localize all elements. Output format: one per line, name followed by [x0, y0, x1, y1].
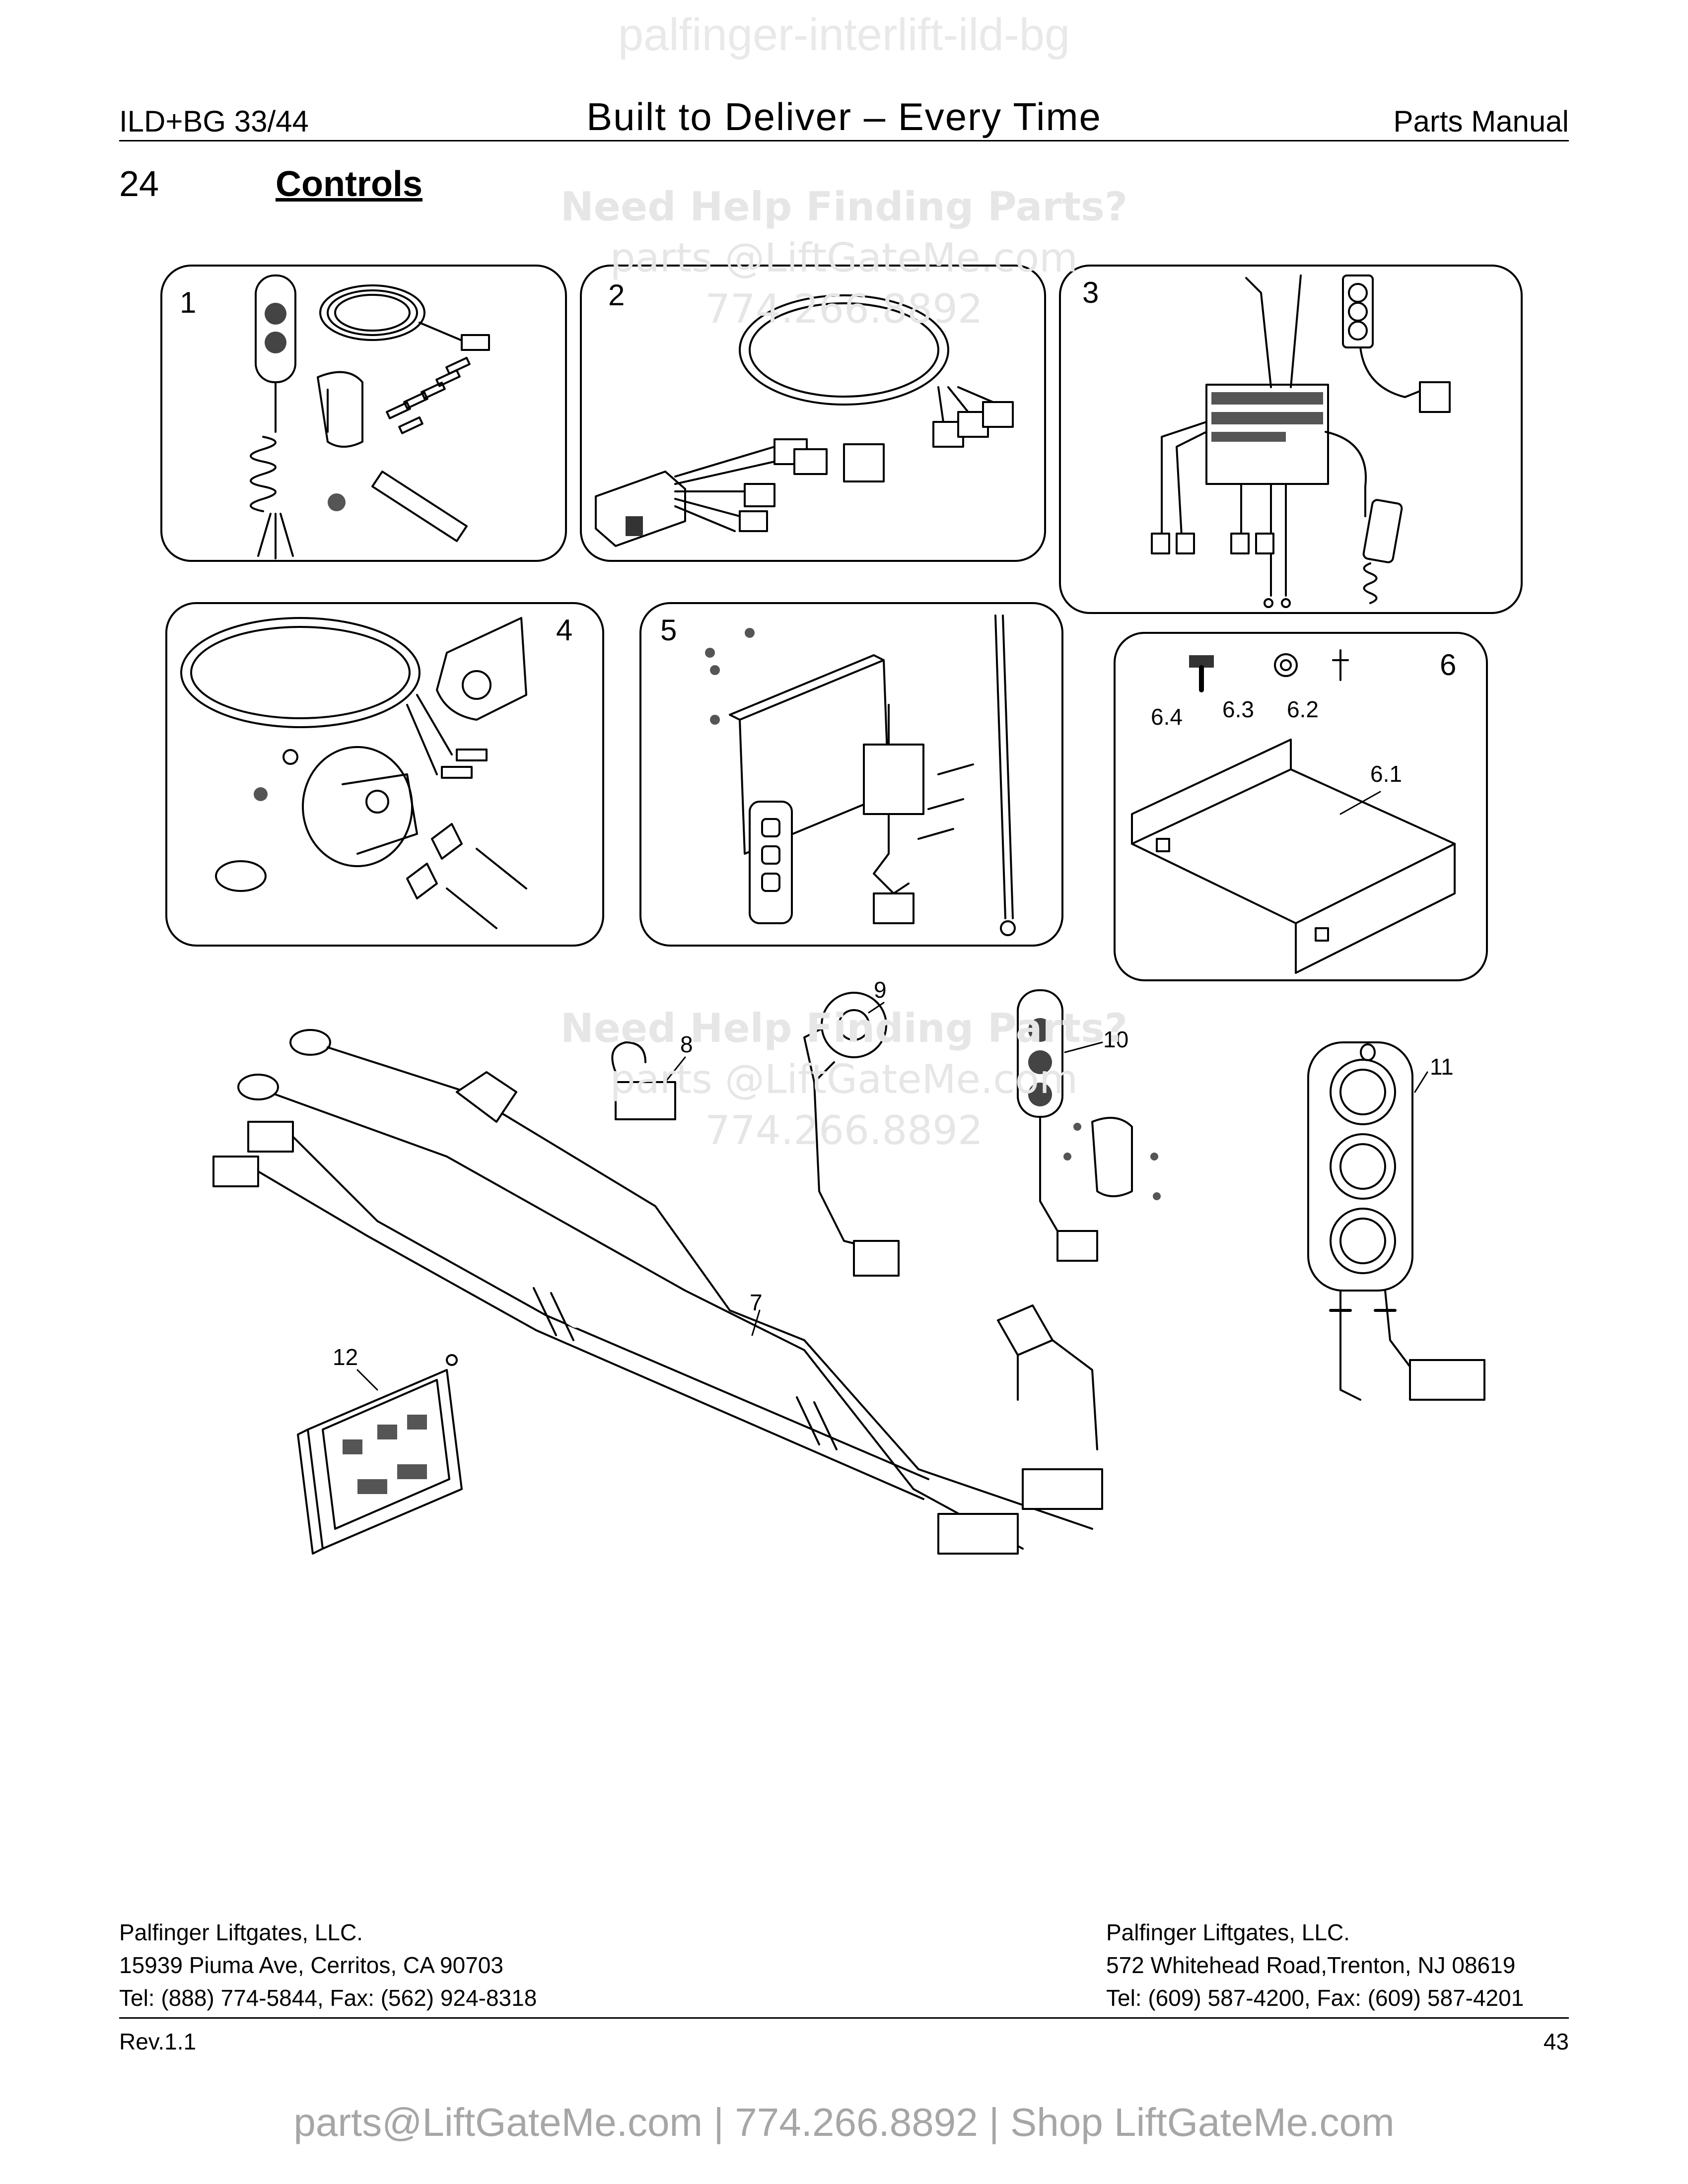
panel-2: 2: [580, 265, 1046, 562]
circuit-board-icon: [297, 1354, 463, 1555]
callout-6-4: 6.4: [1151, 704, 1183, 730]
callout-6-2: 6.2: [1287, 696, 1319, 722]
help-watermark-2-title: Need Help Finding Parts?: [560, 1005, 1128, 1051]
callout-8: 8: [680, 1031, 693, 1057]
callout-6-3: 6.3: [1222, 696, 1254, 722]
help-watermark-phone: 774.266.8892: [705, 286, 983, 332]
main-harness-icon: [212, 1029, 1103, 1555]
junction-box-icon: [1205, 384, 1329, 485]
panel4-cable-loop-icon: [180, 617, 488, 779]
terminals-icon: [386, 356, 471, 434]
header-rule: [119, 140, 1569, 141]
panel3-wires-icon: [1151, 274, 1302, 608]
panel-5: 5: [639, 602, 1063, 947]
pendant-with-holster-icon: [1017, 989, 1161, 1262]
top-watermark: palfinger-interlift-ild-bg: [618, 9, 1070, 60]
footer-left-phone: Tel: (888) 774-5844, Fax: (562) 924-8318: [119, 1985, 537, 2011]
callout-10: 10: [1103, 1026, 1128, 1052]
panel-6: 6 6.4 6.3 6.2 6.1: [1114, 632, 1488, 981]
large-button-station-icon: [1307, 1041, 1485, 1401]
header-manual-type: Parts Manual: [1393, 105, 1569, 138]
page-number: 43: [1543, 2029, 1569, 2054]
footer-left-company: Palfinger Liftgates, LLC.: [119, 1919, 363, 1945]
holster-icon: [317, 371, 363, 448]
button-station-icon: [1342, 274, 1451, 413]
callout-5: 5: [660, 614, 677, 647]
sleeve-icon: [371, 471, 468, 542]
wire-harness-loop-icon: [739, 294, 949, 406]
callout-6: 6: [1440, 648, 1456, 682]
coiled-cable-icon: [319, 284, 490, 351]
panel-1: 1: [160, 265, 567, 562]
panel5-screws-icon: [705, 628, 974, 840]
section-title: Controls: [276, 164, 422, 204]
panel-3: 3: [1059, 265, 1523, 614]
callout-6-1: 6.1: [1370, 761, 1402, 787]
footer-right-address: Palfinger Liftgates, LLC. 572 Whitehead …: [1106, 1916, 1524, 2014]
footer-right-company: Palfinger Liftgates, LLC.: [1106, 1919, 1350, 1945]
control-box-icon: [595, 471, 686, 547]
handheld-pendant-icon: [1325, 431, 1403, 604]
callout-4: 4: [556, 614, 572, 647]
switch-assembly-icon: [863, 704, 924, 924]
callout-1: 1: [180, 286, 196, 319]
help-watermark-2-phone: 774.266.8892: [705, 1107, 983, 1154]
help-watermark-2-email: parts @LiftGateMe.com: [610, 1056, 1078, 1102]
revision-label: Rev.1.1: [119, 2029, 197, 2054]
pendant-control-icon: [250, 274, 296, 559]
contact-banner-link[interactable]: parts@LiftGateMe.com | 774.266.8892 | Sh…: [293, 2100, 1395, 2144]
header-slogan: Built to Deliver – Every Time: [586, 95, 1102, 138]
section-number: 24: [119, 164, 159, 204]
help-watermark-2: Need Help Finding Parts? parts @LiftGate…: [521, 1005, 1167, 1154]
hardware-icon: [215, 749, 527, 929]
callout-11: 11: [1430, 1054, 1454, 1080]
footer-right-phone: Tel: (609) 587-4200, Fax: (609) 587-4201: [1106, 1985, 1524, 2011]
jumper-plug-icon: [611, 1041, 676, 1120]
lanyard-icon: [994, 614, 1016, 936]
callout-9: 9: [874, 977, 887, 1003]
callout-3: 3: [1082, 276, 1099, 309]
enclosure-tray-icon: [1131, 739, 1456, 974]
help-watermark: Need Help Finding Parts? parts @LiftGate…: [521, 184, 1167, 332]
harness-wires-icon: [674, 386, 1014, 532]
tray-fasteners-icon: [1189, 649, 1349, 692]
footer-right-street: 572 Whitehead Road,Trenton, NJ 08619: [1106, 1952, 1516, 1978]
callout-12: 12: [333, 1344, 358, 1370]
nut-icon: [328, 493, 346, 511]
panel5-remote-icon: [749, 801, 793, 924]
help-watermark-email: parts @LiftGateMe.com: [610, 235, 1078, 281]
header-model: ILD+BG 33/44: [119, 105, 309, 138]
footer-rule: [119, 2017, 1569, 2019]
help-watermark-title: Need Help Finding Parts?: [560, 184, 1128, 230]
receptacle-icon: [302, 746, 418, 867]
callout-7: 7: [750, 1290, 763, 1315]
mounting-bracket-icon: [436, 617, 527, 721]
callout-2: 2: [608, 278, 625, 312]
panel-4: 4: [165, 602, 604, 947]
footer-left-address: Palfinger Liftgates, LLC. 15939 Piuma Av…: [119, 1916, 537, 2014]
footer-left-street: 15939 Piuma Ave, Cerritos, CA 90703: [119, 1952, 503, 1978]
socket-connector-icon: [803, 992, 900, 1277]
